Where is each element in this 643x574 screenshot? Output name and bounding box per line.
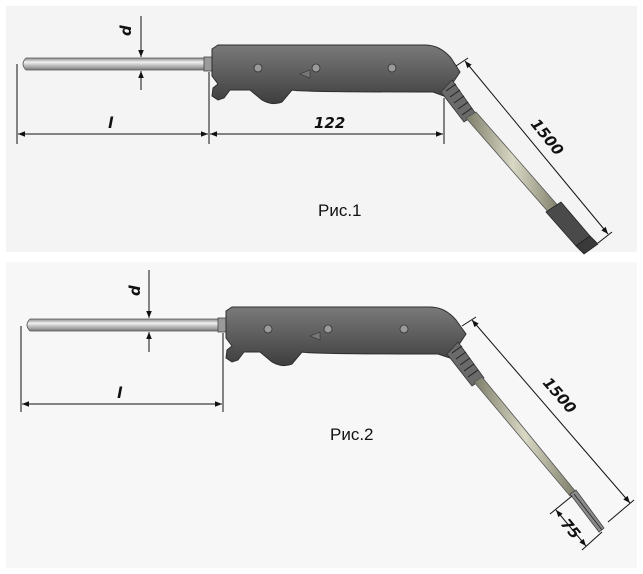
figure1-dim-length: l bbox=[16, 64, 210, 144]
figure1-dim-diameter: d bbox=[117, 16, 144, 90]
figure2-probe-rod bbox=[26, 317, 228, 333]
figure2: d l 1500 75 Рис.2 bbox=[20, 270, 635, 551]
figure1-dim-diameter-label: d bbox=[117, 25, 135, 36]
figure2-caption: Рис.2 bbox=[330, 425, 374, 444]
figure2-dim-length-label: l bbox=[117, 384, 123, 402]
figure2-dim-diameter-label: d bbox=[126, 285, 144, 296]
figure2-dim-diameter: d bbox=[126, 270, 152, 352]
figure2-handle bbox=[225, 306, 467, 367]
figure1-dim-handle-label: 122 bbox=[314, 114, 345, 132]
figure1-caption: Рис.1 bbox=[318, 201, 362, 220]
figure1-handle bbox=[211, 44, 461, 105]
figure1-dim-length-label: l bbox=[108, 114, 114, 132]
figure2-dim-length: l bbox=[20, 326, 224, 412]
figure1-dim-handle: 122 bbox=[210, 98, 445, 144]
figure1-probe-rod bbox=[22, 56, 214, 72]
